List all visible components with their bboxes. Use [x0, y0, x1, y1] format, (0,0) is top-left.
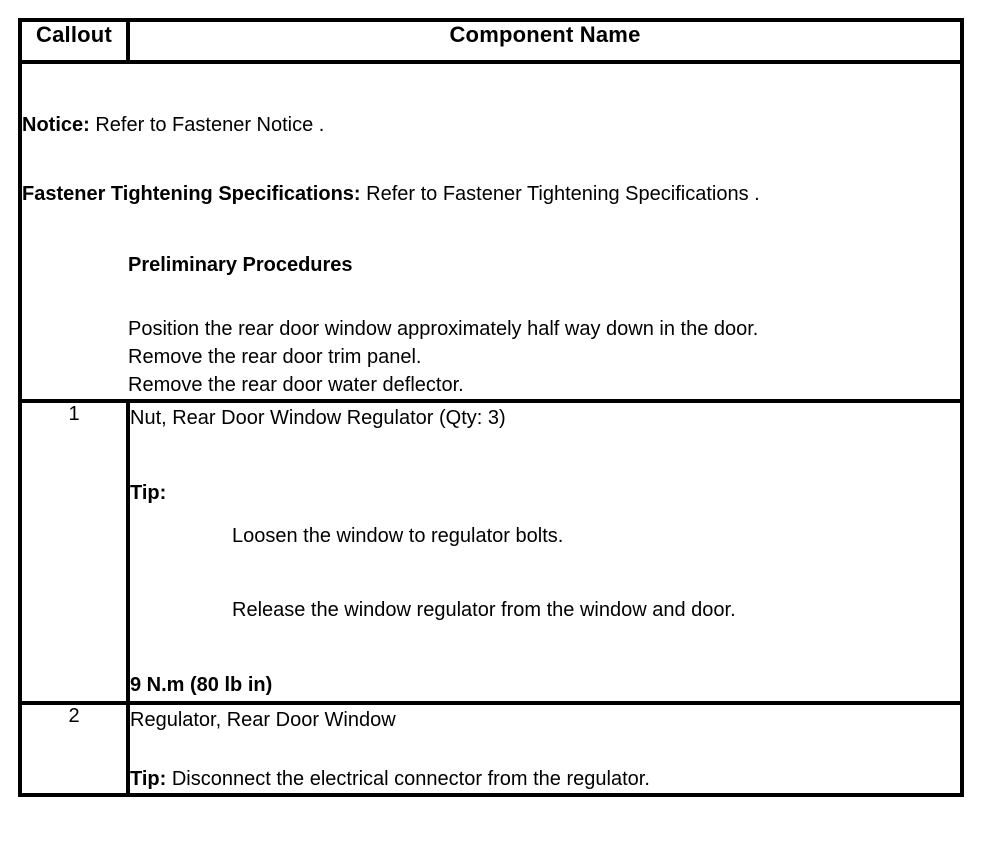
component-cell: Nut, Rear Door Window Regulator (Qty: 3)… — [126, 399, 964, 705]
callout-number: 1 — [18, 399, 130, 705]
callout-number: 2 — [18, 700, 130, 798]
notice-line: Notice: Refer to Fastener Notice . — [22, 112, 960, 139]
notice-text: Refer to Fastener Notice . — [95, 114, 325, 136]
preliminary-row: Notice: Refer to Fastener Notice . Faste… — [18, 60, 964, 403]
fastener-spec-label: Fastener Tightening Specifications: — [22, 183, 361, 205]
table-header-row: Callout Component Name — [18, 18, 964, 64]
tip-line: Tip: Disconnect the electrical connector… — [130, 766, 960, 793]
preliminary-cell: Notice: Refer to Fastener Notice . Faste… — [18, 60, 964, 403]
fastener-spec-text: Refer to Fastener Tightening Specificati… — [366, 183, 760, 205]
component-title: Regulator, Rear Door Window — [130, 708, 396, 731]
preliminary-procedures-list: Position the rear door window approximat… — [128, 315, 960, 399]
column-header-callout: Callout — [18, 18, 130, 64]
torque-specification: 9 N.m (80 lb in) — [130, 673, 273, 696]
table-row: 1 Nut, Rear Door Window Regulator (Qty: … — [18, 399, 964, 705]
tip-step: Loosen the window to regulator bolts. — [232, 525, 564, 548]
component-cell: Regulator, Rear Door Window Tip: Disconn… — [126, 700, 964, 798]
tip-text: Disconnect the electrical connector from… — [171, 768, 650, 791]
fastener-spec-line: Fastener Tightening Specifications: Refe… — [22, 181, 960, 208]
tip-label: Tip: — [130, 768, 167, 791]
table-row: 2 Regulator, Rear Door Window Tip: Disco… — [18, 700, 964, 798]
preliminary-step: Remove the rear door trim panel. — [128, 346, 422, 368]
preliminary-procedures-heading: Preliminary Procedures — [128, 254, 353, 276]
column-header-component-name: Component Name — [126, 18, 964, 64]
component-title: Nut, Rear Door Window Regulator (Qty: 3) — [130, 407, 506, 429]
preliminary-step: Position the rear door window approximat… — [128, 318, 759, 340]
notice-label: Notice: — [22, 114, 90, 136]
service-procedure-table: Callout Component Name Notice: Refer to … — [18, 18, 964, 798]
tip-step: Release the window regulator from the wi… — [232, 598, 736, 621]
tip-label: Tip: — [130, 482, 167, 505]
preliminary-step: Remove the rear door water deflector. — [128, 374, 464, 396]
